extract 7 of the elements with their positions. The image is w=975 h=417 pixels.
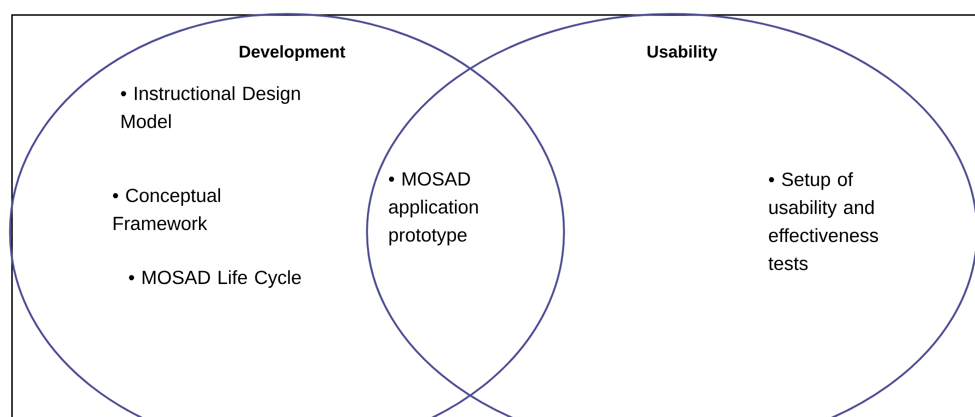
bullet-text: • MOSAD Life Cycle [128,270,301,288]
circle-heading: Development [240,45,346,62]
bullet-text: • Instructional Design Model [120,86,300,128]
bullet-text: • MOSAD application prototype [388,172,478,246]
circle-heading: Usability [648,45,718,62]
bullet-text: • Setup of usability and effectiveness tests [768,172,878,270]
bullet-text: • Conceptual Framework [112,188,220,230]
